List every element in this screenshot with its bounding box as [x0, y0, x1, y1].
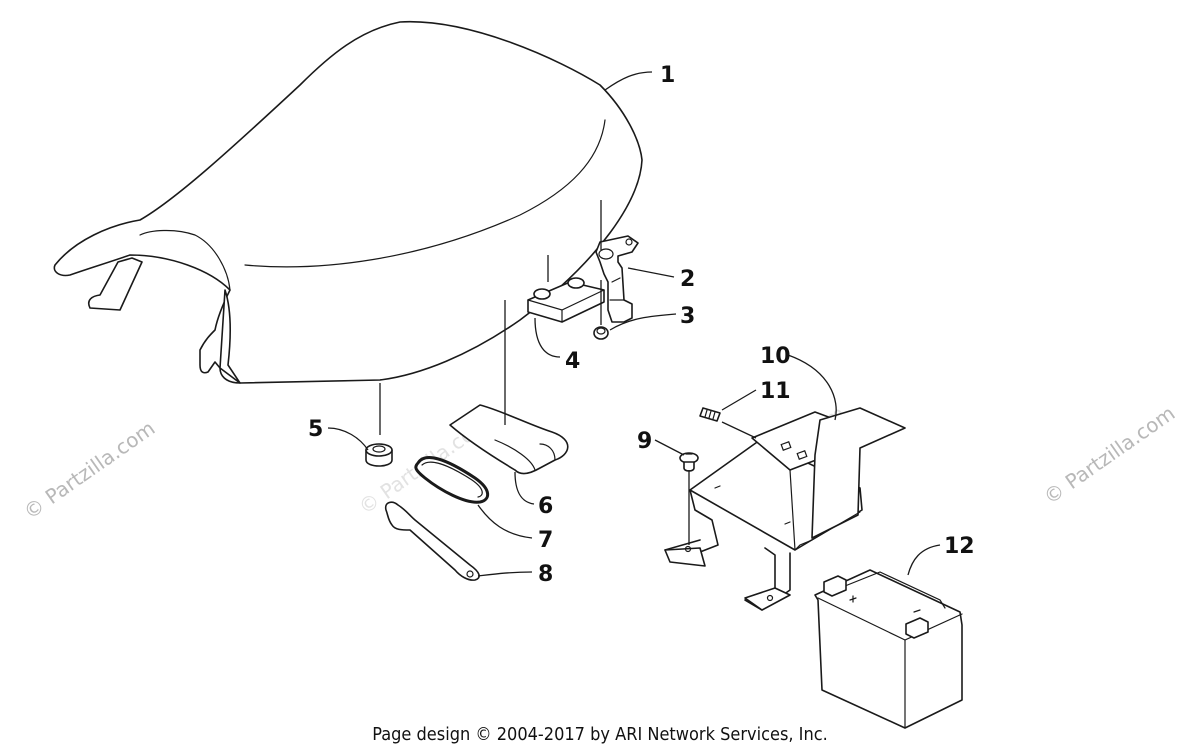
watermark-right: © Partzilla.com	[1039, 401, 1179, 509]
bumper-block[interactable]	[527, 277, 605, 323]
latch-nut[interactable]	[593, 326, 609, 340]
callout-9: 9	[637, 429, 652, 454]
callout-5: 5	[308, 417, 323, 442]
callout-labels: 1 2 3 4 5 6 7 8 9 10 11 12	[308, 63, 975, 587]
callout-12: 12	[944, 534, 975, 559]
callout-10: 10	[760, 344, 791, 369]
callout-11: 11	[760, 379, 791, 404]
spanner-wrench[interactable]	[384, 501, 480, 581]
grommet[interactable]	[365, 443, 393, 467]
callout-1: 1	[660, 63, 675, 88]
callout-6: 6	[538, 494, 553, 519]
callout-2: 2	[680, 267, 695, 292]
callout-7: 7	[538, 528, 553, 553]
watermark-left: © Partzilla.com	[19, 416, 159, 524]
copyright-footer: Page design © 2004-2017 by ARI Network S…	[372, 724, 828, 745]
battery-tray[interactable]	[664, 407, 906, 611]
stud[interactable]	[699, 407, 721, 422]
callout-4: 4	[565, 349, 580, 374]
mounting-bolt[interactable]	[679, 452, 699, 472]
alignment-lines	[379, 200, 757, 545]
leader-lines	[327, 71, 941, 577]
callout-8: 8	[538, 562, 553, 587]
seat[interactable]	[53, 20, 643, 384]
callout-3: 3	[680, 304, 695, 329]
cover-plate[interactable]	[449, 404, 569, 475]
seat-latch[interactable]	[595, 235, 639, 323]
o-ring[interactable]	[414, 456, 490, 504]
battery[interactable]	[814, 569, 963, 729]
